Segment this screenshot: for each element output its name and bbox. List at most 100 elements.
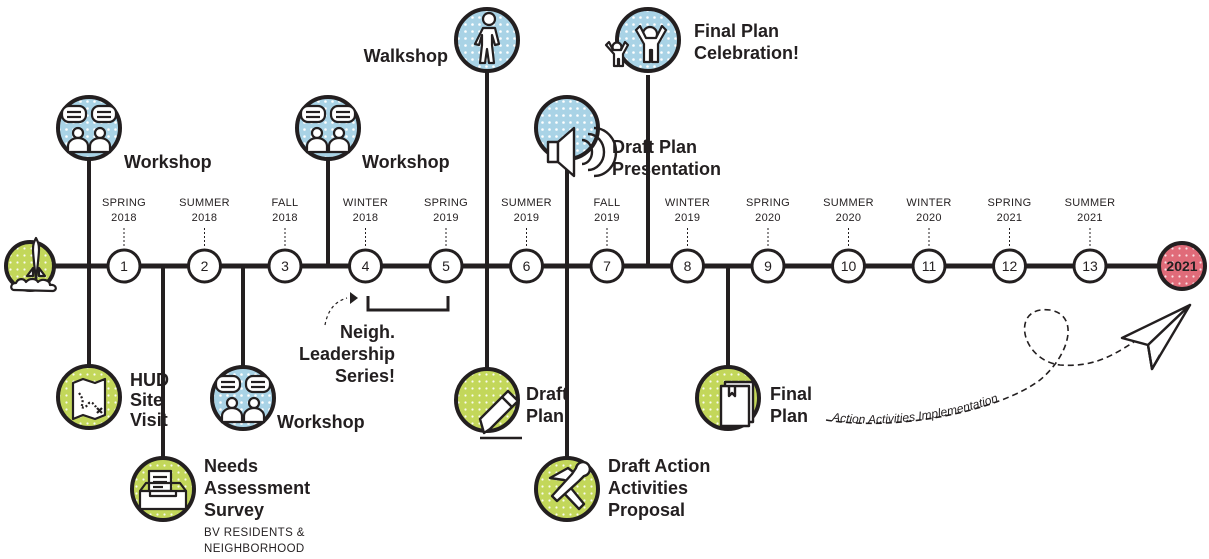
milestone-season: SUMMER (1065, 197, 1116, 209)
milestone-season: WINTER (665, 197, 710, 209)
milestone-year: 2021 (1077, 212, 1103, 224)
walkshop-label: Walkshop (364, 46, 448, 66)
needs-sub-line-1: BV RESIDENTS & (204, 527, 305, 539)
milestone-number: 6 (523, 258, 531, 274)
rocket-launch-icon (10, 236, 57, 293)
milestone-season: SPRING (988, 197, 1032, 209)
leadership-line-1: Neigh. (340, 322, 395, 342)
milestone-season: SPRING (102, 197, 146, 209)
milestone-node: 1 SPRING 2018 (102, 197, 146, 284)
milestone-season: WINTER (343, 197, 388, 209)
needs-line-1: Needs (204, 456, 258, 476)
event-hud-site-visit: HUD Site Visit (56, 364, 169, 430)
event-final-plan-celebration: Final Plan Celebration! (604, 7, 799, 73)
milestone-number: 9 (764, 258, 772, 274)
draft-action-line-1: Draft Action (608, 456, 710, 476)
event-workshop-2: Workshop (210, 365, 365, 432)
draft-plan-presentation-line-1: Draft Plan (612, 137, 697, 157)
milestone-circle (750, 248, 786, 284)
hammer-wrench-icon (548, 460, 592, 511)
milestone-node: 13 SUMMER 2021 (1065, 197, 1116, 284)
event-neigh-leadership: Neigh. Leadership Series! (299, 292, 450, 386)
leadership-line-2: Leadership (299, 344, 395, 364)
workshop-3-label: Workshop (362, 152, 450, 172)
people-talking-icon (299, 104, 357, 154)
event-draft-action: Draft Action Activities Proposal (534, 456, 710, 522)
milestone-year: 2018 (353, 212, 379, 224)
milestone-season: SUMMER (179, 197, 230, 209)
hud-line-2: Site (130, 390, 163, 410)
book-icon (719, 380, 755, 428)
event-workshop-3: Workshop (295, 95, 450, 172)
map-icon (71, 377, 107, 421)
milestone-circle (348, 248, 383, 284)
milestone-season: SUMMER (823, 197, 874, 209)
arrow-right-icon (350, 292, 358, 304)
final-plan-celebration-line-1: Final Plan (694, 21, 779, 41)
inbox-document-icon (138, 469, 188, 511)
connectors (87, 70, 730, 470)
draft-action-line-3: Proposal (608, 500, 685, 520)
milestone-number: 3 (281, 258, 289, 274)
milestone-number: 10 (841, 258, 857, 274)
milestone-year: 2018 (111, 212, 137, 224)
hud-line-1: HUD (130, 370, 169, 390)
leadership-line-3: Series! (335, 366, 395, 386)
milestone-season: SUMMER (501, 197, 552, 209)
milestone-year: 2019 (675, 212, 701, 224)
milestone-node: 6 SUMMER 2019 (501, 197, 552, 284)
milestone-circle (106, 248, 142, 284)
needs-line-3: Survey (204, 500, 264, 520)
milestone-circle (992, 248, 1027, 284)
draft-plan-presentation-line-2: Presentation (612, 159, 721, 179)
milestone-number: 5 (442, 258, 450, 274)
milestone-node: 4 WINTER 2018 (343, 197, 388, 284)
milestone-circle (428, 248, 464, 284)
milestone-year: 2019 (514, 212, 540, 224)
workshop-2-label: Workshop (277, 412, 365, 432)
milestone-season: FALL (594, 197, 621, 209)
start-node (4, 236, 57, 293)
event-draft-plan-presentation: Draft Plan Presentation (534, 95, 721, 179)
svg-text:Action Activities Implementati: Action Activities Implementation (831, 391, 1000, 427)
people-talking-icon (60, 104, 118, 154)
celebrating-people-icon (604, 24, 668, 68)
event-final-plan: Final Plan (695, 365, 812, 431)
milestone-number: 1 (120, 258, 128, 274)
draft-plan-line-2: Plan (526, 406, 564, 426)
pencil-icon (478, 389, 522, 440)
milestone-number: 13 (1082, 258, 1098, 274)
milestone-season: WINTER (906, 197, 951, 209)
event-needs-assessment: Needs Assessment Survey BV RESIDENTS & N… (130, 456, 310, 555)
person-walking-icon (473, 11, 501, 65)
milestone-circle (509, 248, 544, 284)
milestone-circle (831, 248, 866, 284)
milestone-year: 2020 (916, 212, 942, 224)
milestone-circle (589, 248, 625, 284)
milestone-circle (267, 248, 303, 284)
needs-sub-line-2: NEIGHBORHOOD (204, 543, 305, 555)
event-workshop-1: Workshop (56, 95, 212, 172)
milestone-number: 4 (362, 258, 370, 274)
leadership-bracket (366, 296, 450, 312)
final-plan-celebration-line-2: Celebration! (694, 43, 799, 63)
milestone-circle (1072, 248, 1108, 284)
milestone-season: FALL (272, 197, 299, 209)
milestone-season: SPRING (746, 197, 790, 209)
implementation-label: Action Activities Implementation (831, 391, 1000, 427)
milestone-year: 2019 (594, 212, 620, 224)
implementation-path: Action Activities Implementation (825, 303, 1192, 427)
final-plan-line-1: Final (770, 384, 812, 404)
final-plan-line-2: Plan (770, 406, 808, 426)
milestone-circle (670, 248, 705, 284)
workshop-1-label: Workshop (124, 152, 212, 172)
milestone-circle (187, 248, 222, 284)
